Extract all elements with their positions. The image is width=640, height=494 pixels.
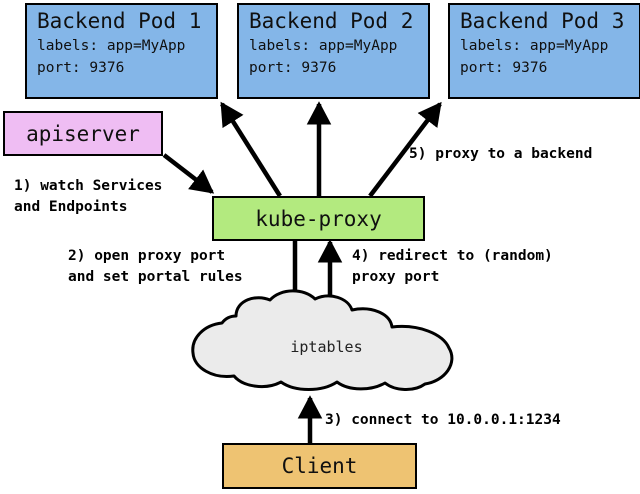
client-box: Client [222, 443, 417, 489]
backend-pod-1-labels: labels: app=MyApp [37, 38, 186, 54]
client-label: Client [281, 454, 358, 478]
backend-pod-3-labels: labels: app=MyApp [460, 38, 609, 54]
edge-label-step1-line1: 1) watch Services [14, 178, 163, 194]
edge-label-step2-line1: 2) open proxy port [68, 248, 226, 264]
edge-label-step4: 4) redirect to (random) proxy port [352, 246, 553, 288]
edge-label-step4-line2: proxy port [352, 269, 440, 285]
edge-label-step5: 5) proxy to a backend [409, 144, 592, 165]
apiserver-label: apiserver [26, 121, 140, 146]
backend-pod-1-box: Backend Pod 1 labels: app=MyApp port: 93… [25, 3, 218, 99]
edge-label-step3: 3) connect to 10.0.0.1:1234 [325, 410, 561, 431]
backend-pod-1-title: Backend Pod 1 [37, 9, 202, 33]
apiserver-box: apiserver [3, 111, 163, 156]
edge-kubeproxy-to-pod1 [220, 101, 282, 198]
edge-label-step1-line2: and Endpoints [14, 199, 128, 215]
edge-label-step2-line2: and set portal rules [68, 269, 243, 285]
backend-pod-3-title: Backend Pod 3 [460, 9, 625, 33]
edge-label-step2: 2) open proxy port and set portal rules [68, 246, 243, 288]
backend-pod-1-port: port: 9376 [37, 60, 125, 76]
edge-apiserver-to-kubeproxy [162, 153, 215, 194]
edge-label-step1: 1) watch Services and Endpoints [14, 176, 162, 218]
backend-pod-2-box: Backend Pod 2 labels: app=MyApp port: 93… [237, 3, 430, 99]
backend-pod-3-box: Backend Pod 3 labels: app=MyApp port: 93… [448, 3, 640, 99]
edge-label-step4-line1: 4) redirect to (random) [352, 248, 553, 264]
kube-proxy-label: kube-proxy [255, 206, 382, 231]
backend-pod-3-port: port: 9376 [460, 60, 548, 76]
iptables-label: iptables [290, 338, 363, 356]
edge-label-step3-line1: 3) connect to 10.0.0.1:1234 [325, 412, 561, 428]
kube-proxy-box: kube-proxy [212, 196, 425, 241]
backend-pod-2-port: port: 9376 [249, 60, 337, 76]
backend-pod-2-title: Backend Pod 2 [249, 9, 414, 33]
edge-label-step5-line1: 5) proxy to a backend [409, 146, 593, 162]
backend-pod-2-labels: labels: app=MyApp [249, 38, 398, 54]
